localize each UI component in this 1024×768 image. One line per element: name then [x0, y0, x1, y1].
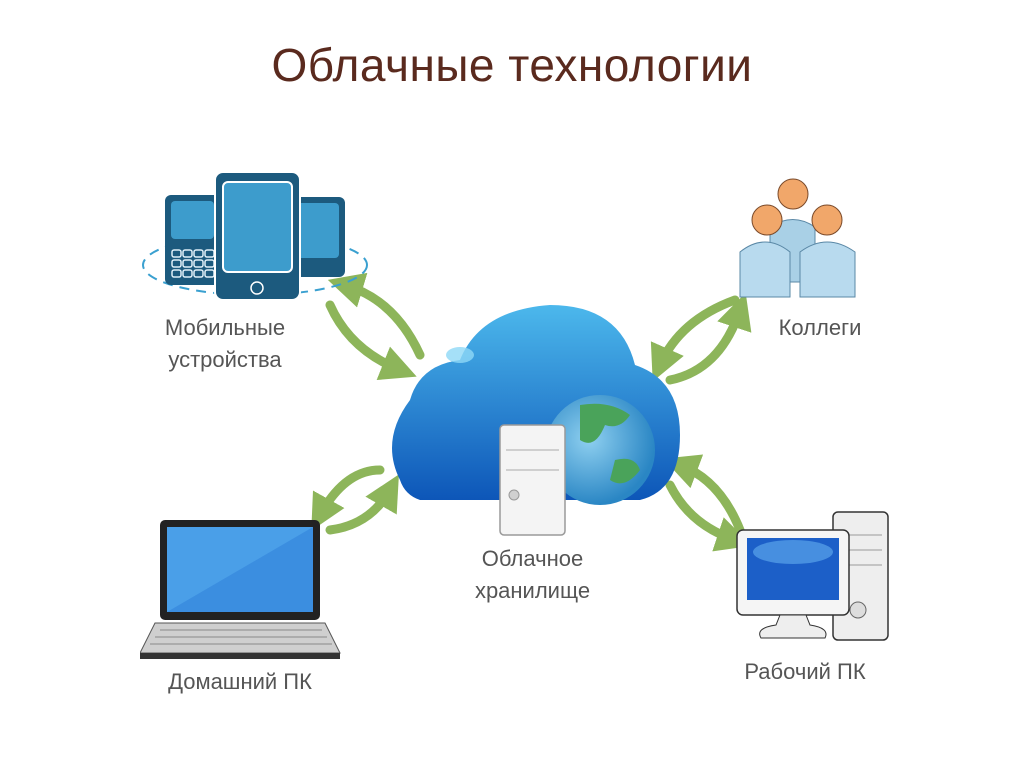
node-work-pc: [735, 510, 895, 650]
label-colleagues: Коллеги: [778, 315, 862, 340]
arrow-to-home-pc: [311, 465, 385, 531]
label-mobile-line1: Мобильные: [164, 315, 286, 340]
label-mobile-line2: устройства: [168, 347, 282, 372]
node-home-pc: [140, 518, 345, 663]
label-home-pc: Домашний ПК: [168, 669, 312, 694]
mobile-devices-icon: [142, 171, 368, 301]
label-cloud-line2: хранилище: [474, 578, 591, 603]
node-mobile: [140, 170, 375, 305]
label-cloud-line1: Облачное: [481, 546, 584, 571]
arrow-from-home-pc: [325, 474, 399, 535]
cloud-icon: [392, 305, 680, 536]
label-cloud-storage: Облачное хранилище: [445, 543, 620, 607]
node-cloud-storage: [380, 290, 690, 540]
desktop-pc-icon: [736, 511, 889, 641]
arrow-to-work-pc: [665, 480, 753, 552]
label-work-pc: Рабочий ПК: [744, 659, 866, 684]
cloud-highlight: [446, 347, 474, 363]
diagram-title: Облачные технологии: [271, 39, 753, 91]
server-icon: [499, 424, 566, 536]
globe-icon: [545, 395, 655, 505]
label-mobile: Мобильные устройства: [130, 312, 320, 376]
arrow-to-colleagues: [665, 292, 752, 385]
node-colleagues: [735, 172, 865, 302]
arrow-to-mobile: [327, 272, 425, 360]
laptop-icon: [140, 520, 341, 659]
arrow-from-mobile: [325, 300, 417, 381]
people-icon: [739, 178, 856, 298]
